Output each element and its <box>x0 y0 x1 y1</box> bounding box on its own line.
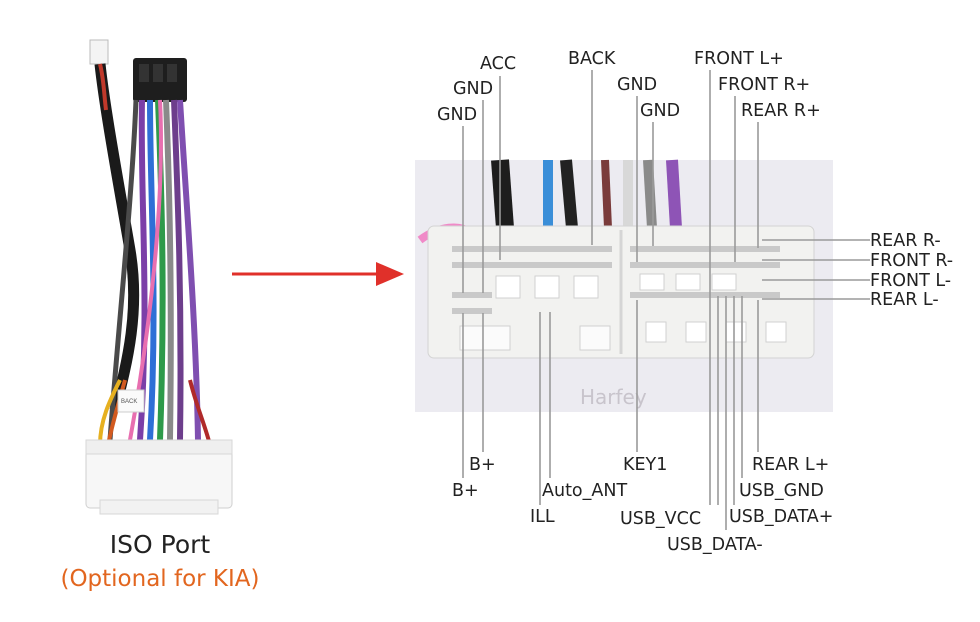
label-rear-r-minus: REAR R- <box>870 231 941 251</box>
label-gnd-2: GND <box>437 105 477 125</box>
pin-labels: ACC GND GND BACK GND GND FRONT L+ FRONT … <box>437 49 953 555</box>
label-gnd-4: GND <box>640 101 680 121</box>
label-usb-vcc: USB_VCC <box>620 509 701 529</box>
label-front-r-minus: FRONT R- <box>870 251 953 271</box>
label-b-plus-2: B+ <box>452 481 479 501</box>
label-front-r-plus: FRONT R+ <box>718 75 810 95</box>
label-usb-data-plus: USB_DATA+ <box>729 507 833 527</box>
label-rear-l-minus: REAR L- <box>870 290 939 310</box>
iso-harness-illustration: BACK <box>85 39 233 515</box>
label-usb-data-minus: USB_DATA- <box>667 535 763 555</box>
label-rear-l-plus: REAR L+ <box>752 455 829 475</box>
direction-arrow <box>232 262 404 286</box>
label-ill: ILL <box>530 507 555 527</box>
label-rear-r-plus: REAR R+ <box>741 101 821 121</box>
label-back: BACK <box>568 49 616 69</box>
optional-kia-caption: (Optional for KIA) <box>60 566 260 592</box>
label-front-l-minus: FRONT L- <box>870 271 951 291</box>
label-auto-ant: Auto_ANT <box>542 481 627 501</box>
harness-tag-label: BACK <box>121 399 137 405</box>
label-gnd-1: GND <box>453 79 493 99</box>
label-gnd-3: GND <box>617 75 657 95</box>
leader-lines <box>462 70 870 530</box>
label-usb-gnd: USB_GND <box>739 481 824 501</box>
connector-photo: Harfey <box>415 159 833 412</box>
label-front-l-plus: FRONT L+ <box>694 49 784 69</box>
label-acc: ACC <box>480 54 516 74</box>
label-key1: KEY1 <box>623 455 667 475</box>
label-b-plus-1: B+ <box>469 455 496 475</box>
iso-port-caption: ISO Port <box>109 530 211 559</box>
watermark-text: Harfey <box>580 385 647 409</box>
